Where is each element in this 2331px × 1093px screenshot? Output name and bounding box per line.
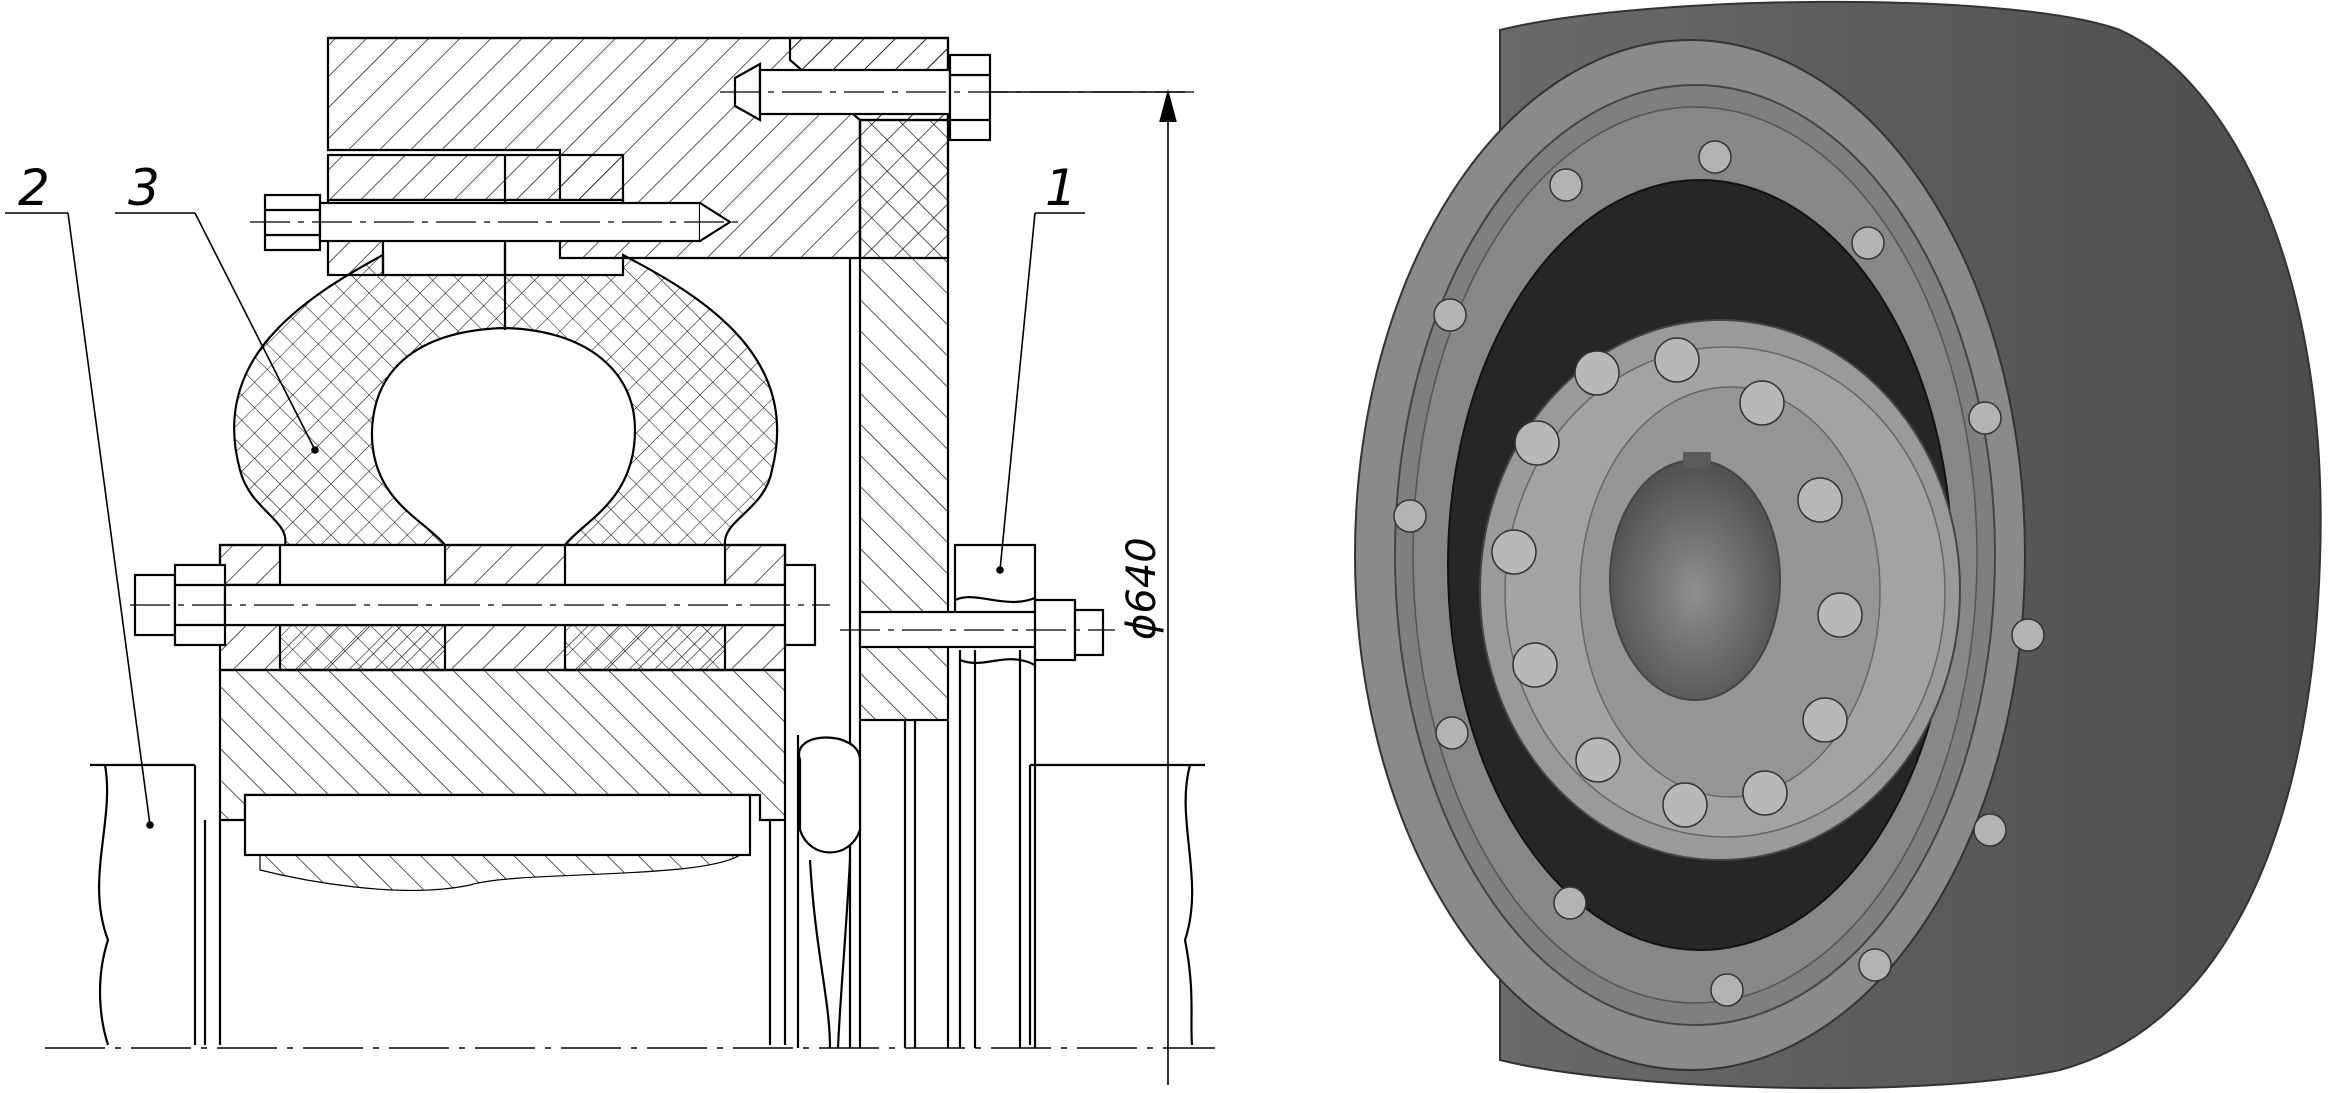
bolt	[1710, 973, 1744, 1007]
bore	[1609, 459, 1781, 701]
shaft-left	[90, 763, 197, 1046]
hub	[203, 668, 787, 1045]
lower-clamp	[218, 543, 787, 672]
bolt	[1742, 770, 1788, 816]
bolt	[1514, 420, 1560, 466]
bolt	[1553, 886, 1587, 920]
dimension-label: ϕ640	[1119, 537, 1165, 640]
bolt	[1549, 168, 1583, 202]
bolt	[1973, 813, 2007, 847]
bolt	[1851, 226, 1885, 260]
callout-3: 3	[128, 159, 160, 217]
callout-2: 2	[18, 159, 50, 217]
bolt	[1575, 737, 1621, 783]
bolt	[1739, 380, 1785, 426]
callout-1: 1	[1045, 159, 1077, 217]
outer-bolts	[1393, 140, 2045, 1007]
section-drawing	[5, 36, 1215, 1085]
keyway	[1683, 452, 1711, 468]
side-ring	[796, 735, 862, 1049]
bolt	[1817, 592, 1863, 638]
coupling-render	[1354, 0, 2322, 1090]
bolt	[1433, 298, 1467, 332]
bolt	[1435, 716, 1469, 750]
bolt	[1393, 499, 1427, 533]
bolt	[1491, 529, 1537, 575]
callouts: 2 3 1 ϕ640	[18, 159, 1165, 640]
bolt	[1797, 477, 1843, 523]
lower-bolt	[130, 563, 830, 647]
dimension-line	[990, 88, 1185, 1085]
bolt	[1698, 140, 1732, 174]
bolt	[1574, 350, 1620, 396]
bolt	[1802, 697, 1848, 743]
hub-bolts	[1491, 337, 1863, 828]
bolt	[2011, 618, 2045, 652]
bolt	[1968, 401, 2002, 435]
flange-plate	[848, 118, 950, 1048]
shaft-right	[1028, 763, 1205, 1046]
upper-bolt	[250, 193, 745, 252]
leader-lines	[5, 212, 1085, 829]
bolt	[1654, 337, 1700, 383]
elastic-element	[233, 245, 779, 547]
pin-detail	[840, 543, 1115, 1048]
bolt	[1858, 948, 1892, 982]
bolt	[1512, 642, 1558, 688]
bolt	[1662, 782, 1708, 828]
